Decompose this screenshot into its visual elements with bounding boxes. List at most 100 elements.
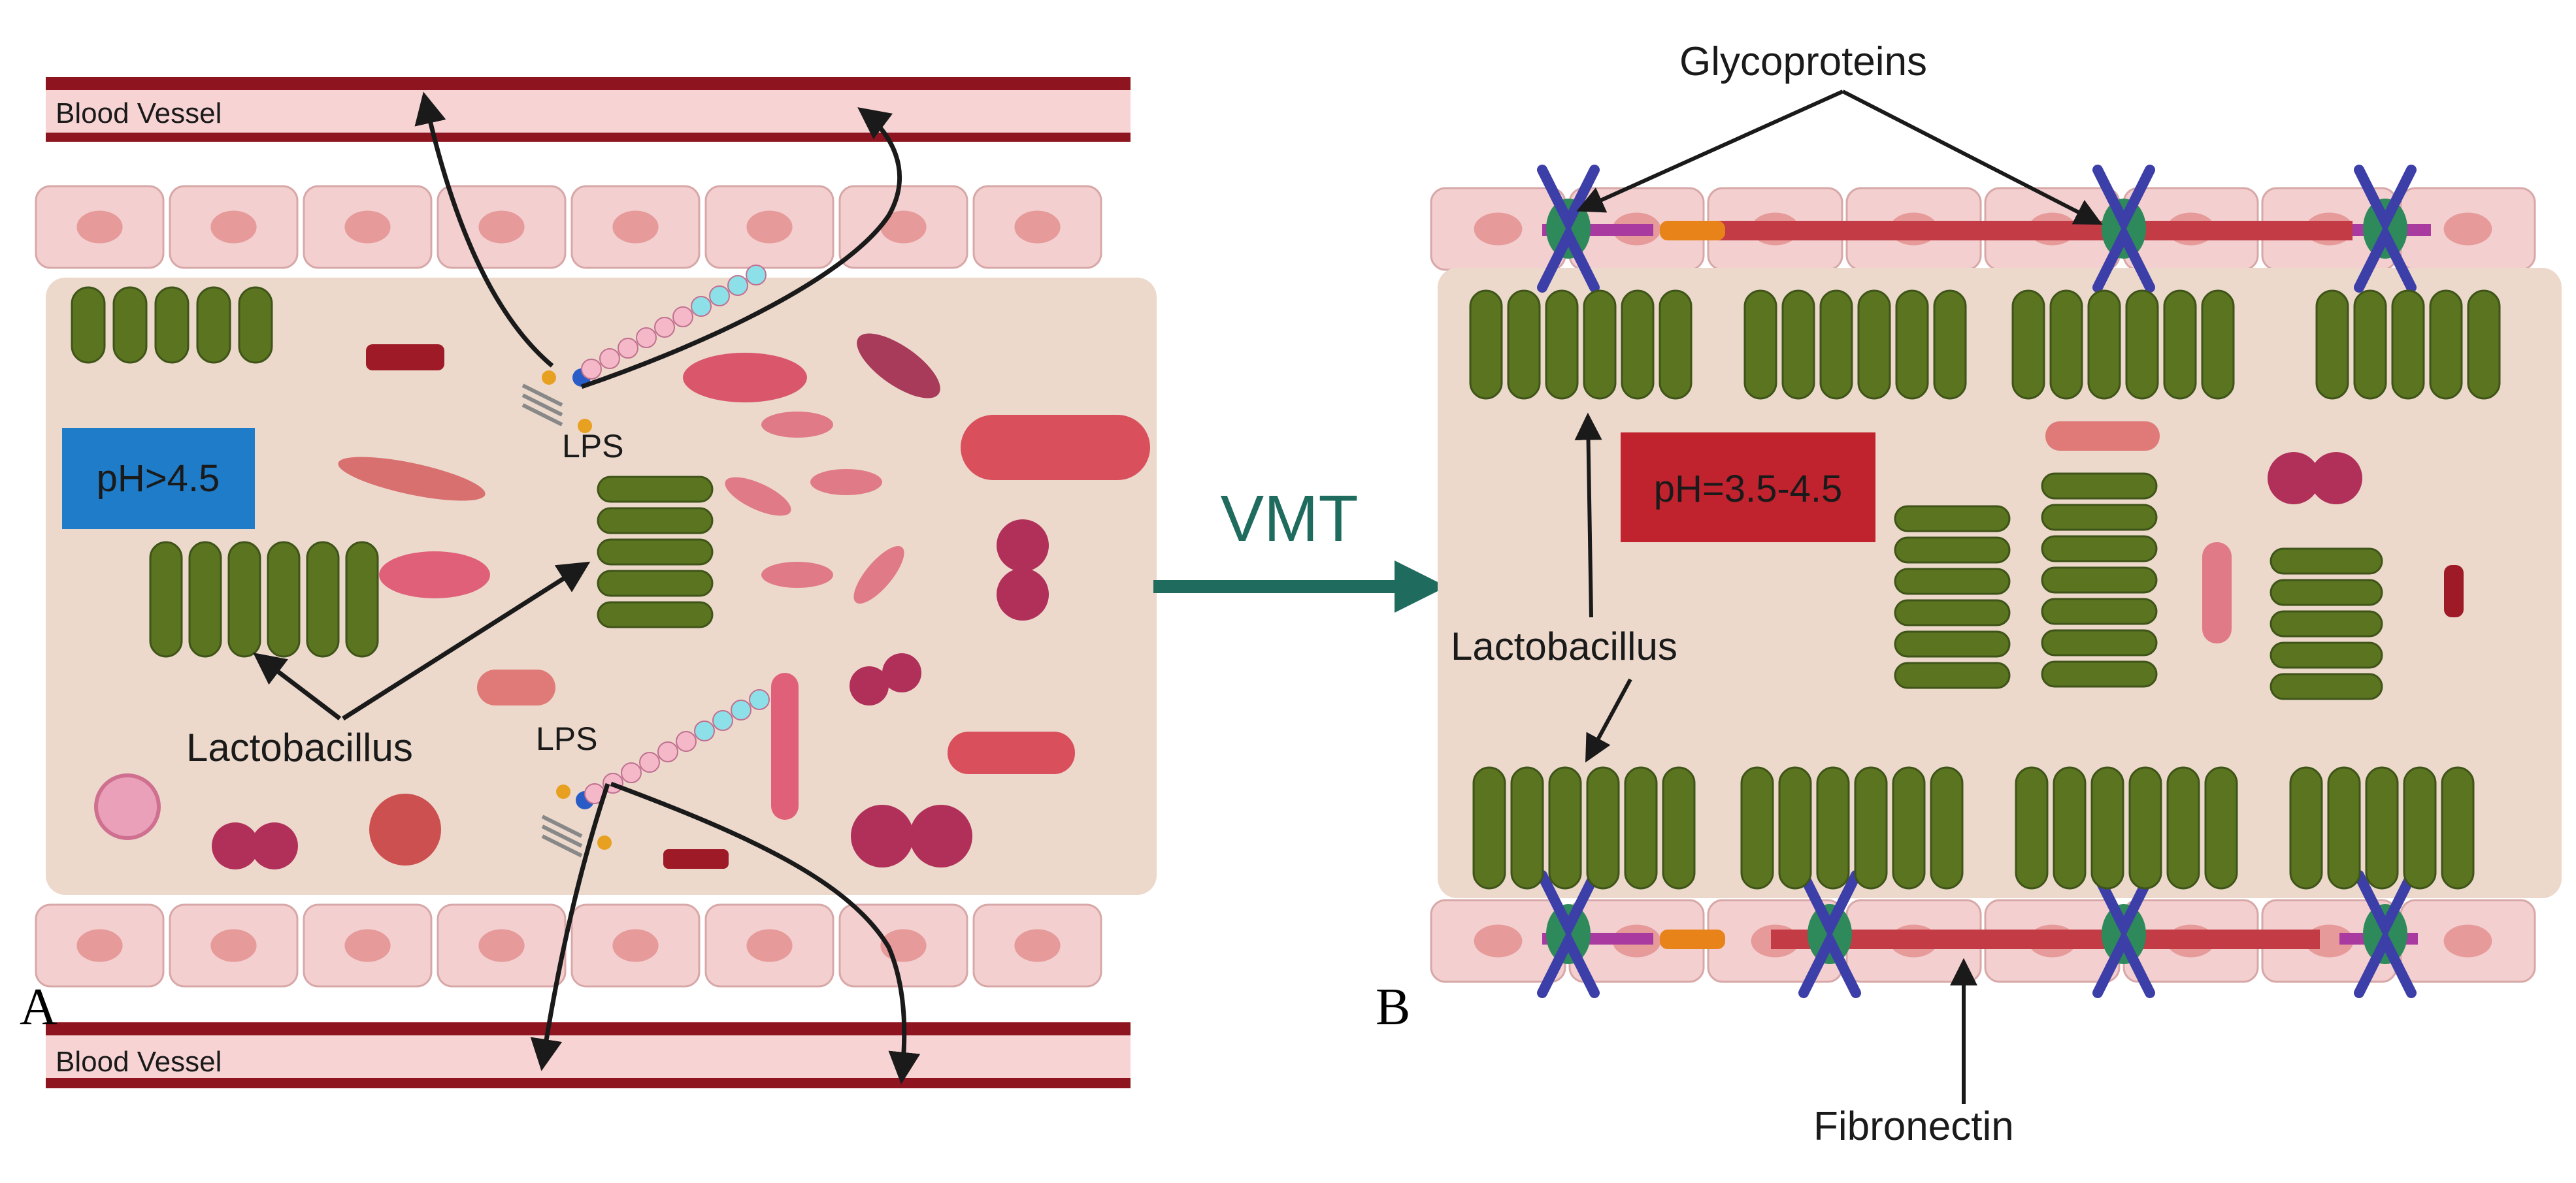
lactobacillus-rod [1545,289,1579,400]
arrow-to-lactobacillus [253,653,342,721]
bacterium [663,849,729,869]
glycoprotein-arms [2092,165,2155,293]
sugar-unit [727,275,748,296]
lactobacillus-cluster [2289,766,2475,890]
bacterium [379,551,490,598]
sugar-unit [639,752,660,773]
lactobacillus-cluster [1740,766,1964,890]
cell-nucleus [210,929,257,962]
lactobacillus-label-a: Lactobacillus [186,726,413,770]
lactobacillus-rod [2353,289,2387,400]
sugar-unit [621,762,642,783]
lactobacillus-rod [1740,766,1774,890]
sugar-unit [654,317,675,338]
bacterium [2444,565,2464,617]
glycoprotein-arms [2092,870,2155,998]
sugar-unit [731,700,751,721]
lactobacillus-cluster [597,476,714,628]
lps-chain [584,689,770,804]
lactobacillus-rod [345,541,379,658]
lactobacillus-rod [1583,289,1617,400]
lactobacillus-rod [267,541,301,658]
cell-nucleus [344,210,391,244]
vmt-transition: VMT [1153,482,1447,613]
lactobacillus-rod [1624,766,1658,890]
lactobacillus-rod [1586,766,1620,890]
bacterium [851,805,914,867]
lactobacillus-rod [2015,766,2049,890]
sugar-unit [599,348,620,369]
lactobacillus-rod [2270,673,2383,700]
lactobacillus-rod [2289,766,2323,890]
fibronectin-band-bottom [1542,930,2418,949]
lps-molecule [541,785,612,858]
lactobacillus-rod [1894,662,2011,689]
lactobacillus-rod [2049,289,2083,400]
lactobacillus-cluster [1894,505,2011,689]
lactobacillus-rod [1894,505,2011,532]
lactobacillus-cluster [2270,547,2383,700]
sugar-unit [676,731,697,752]
bacterium [882,653,921,692]
lactobacillus-rod [2041,472,2158,500]
lactobacillus-rod [1510,766,1544,890]
lactobacillus-rod [112,286,148,364]
arrow-lps-to-vessel [414,91,554,368]
lactobacillus-rod [2166,766,2200,890]
sugar-unit [672,306,693,327]
bacterium [683,353,807,402]
sugar-unit [691,296,712,317]
lactobacillus-rod [1854,766,1888,890]
panel-b: pH=3.5-4.5 Glycoproteins Lactobacillus F… [1376,39,2562,1149]
bacterium [725,477,791,516]
arrow-lps-to-vessel [530,783,610,1071]
sugar-unit [746,265,767,285]
glycoprotein-arms [1537,165,1600,293]
arrows-panel-a [253,91,921,1084]
arrow-lps-to-vessel [580,107,902,389]
lactobacillus-rod [1778,766,1812,890]
lactobacillus-rod [2125,289,2159,400]
glycoprotein-arms [1537,870,1600,998]
blood-vessel-bottom [46,1022,1131,1088]
lactobacillus-rod [71,286,106,364]
lactobacillus-rod [2315,289,2349,400]
lactobacillus-rod [2087,289,2121,400]
arrow-to-lactobacillus [342,561,591,721]
lactobacillus-rod [1507,289,1541,400]
lactobacillus-cluster [71,286,273,364]
lps-bottom-label: LPS [536,721,598,757]
lactobacillus-rod [306,541,340,658]
bacterium [771,673,799,820]
lactobacillus-cluster [2011,289,2235,400]
lactobacillus-rod [1469,289,1503,400]
lactobacillus-rod [2365,766,2399,890]
lactobacillus-rod [2011,289,2045,400]
lactobacillus-rod [1892,766,1926,890]
epithelial-layer-bottom [35,903,1102,988]
cell-nucleus [1014,210,1061,244]
lactobacillus-rod [2041,660,2158,688]
lactobacillus-cluster [2015,766,2238,890]
fibronectin-label: Fibronectin [1813,1104,2014,1149]
lactobacillus-rod [1743,289,1777,400]
bacterium [761,412,833,438]
cell-nucleus [1474,212,1523,246]
cell-nucleus [478,210,525,244]
cell-nucleus [612,210,659,244]
lactobacillus-rod [1857,289,1891,400]
lactobacillus-rod [597,601,714,628]
epithelial-layer-top [35,185,1102,269]
lactobacillus-rod [2201,289,2235,400]
sugar-unit [618,338,638,359]
bacterium [910,805,972,867]
arrow-to-glycoprotein [1841,89,2103,225]
lactobacillus-rod [196,286,231,364]
glycoprotein-arms [2354,870,2417,998]
lactobacillus-rod [2429,289,2463,400]
cell-nucleus [1474,924,1523,958]
lactobacillus-rod [1930,766,1964,890]
cell-nucleus [880,210,927,244]
lactobacillus-rod [1548,766,1582,890]
bacterium [810,469,882,495]
